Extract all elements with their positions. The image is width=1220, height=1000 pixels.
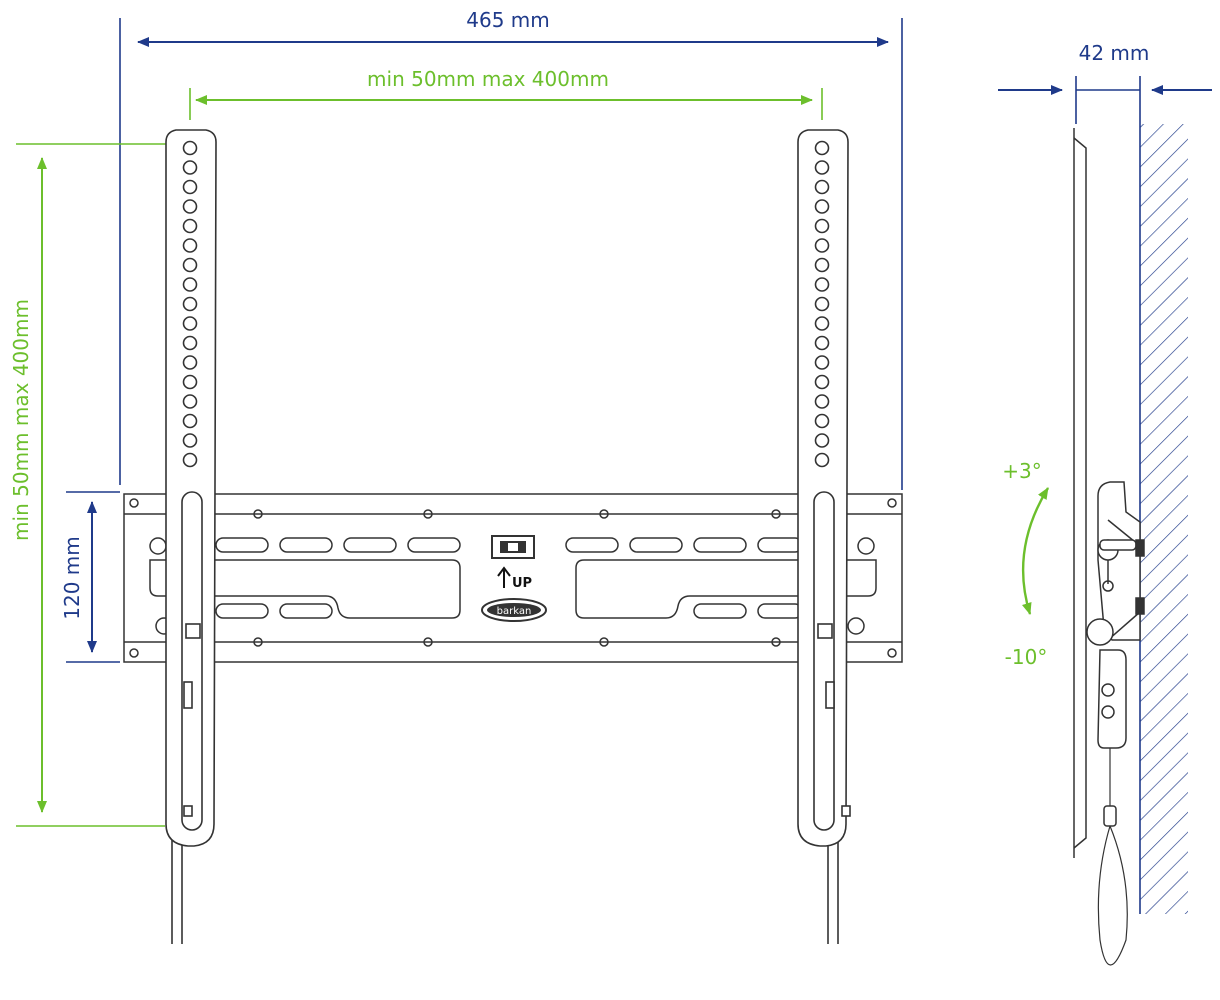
up-arrow-icon	[497, 566, 511, 588]
mounting-hole	[182, 433, 198, 448]
mounting-hole	[182, 316, 198, 331]
mounting-hole	[814, 218, 830, 234]
brand-logo: barkan	[481, 598, 547, 622]
upper-slots	[215, 537, 803, 553]
rail-height-label: 120 mm	[60, 536, 84, 620]
mounting-hole	[182, 179, 198, 195]
mounting-hole	[814, 140, 830, 156]
mounting-hole	[182, 257, 198, 273]
left-arm-holes	[182, 140, 198, 468]
depth-dimension: 42 mm	[998, 41, 1212, 124]
mounting-hole	[814, 257, 830, 273]
mounting-hole	[182, 355, 198, 370]
mounting-hole	[814, 277, 830, 292]
mounting-hole	[182, 140, 198, 156]
right-arm-holes	[814, 140, 830, 468]
right-arm	[797, 129, 851, 944]
wall-plate	[123, 493, 903, 663]
mounting-hole	[814, 316, 830, 331]
wall-section	[1139, 124, 1188, 914]
mounting-hole	[814, 374, 830, 390]
screw-heads	[253, 509, 781, 647]
mounting-hole	[182, 199, 198, 214]
left-cutout	[149, 559, 461, 619]
mounting-hole	[814, 296, 830, 312]
tilt-up-label: +3°	[1002, 459, 1041, 483]
rail-height-dimension: 120 mm	[60, 491, 120, 663]
tilt-mechanism	[1086, 481, 1145, 966]
mounting-hole	[182, 374, 198, 390]
vesa-horizontal-dimension: min 50mm max 400mm	[189, 67, 823, 120]
brand-logo-text: barkan	[497, 606, 532, 617]
up-label: UP	[512, 576, 532, 591]
overall-width-label: 465 mm	[466, 8, 550, 32]
mounting-hole	[814, 238, 830, 253]
mounting-hole	[182, 452, 198, 468]
tilt-down-label: -10°	[1005, 645, 1048, 669]
mounting-hole	[182, 335, 198, 351]
mounting-hole	[182, 296, 198, 312]
vesa-vertical-label: min 50mm max 400mm	[9, 299, 33, 541]
mounting-hole	[814, 355, 830, 370]
mounting-hole	[814, 433, 830, 448]
mounting-hole	[814, 413, 830, 429]
mounting-hole	[182, 160, 198, 175]
depth-label: 42 mm	[1079, 41, 1150, 65]
mounting-hole	[814, 394, 830, 409]
mounting-hole	[814, 452, 830, 468]
mounting-hole	[814, 199, 830, 214]
mounting-hole	[182, 238, 198, 253]
right-cutout	[575, 559, 877, 619]
left-arm	[165, 129, 217, 944]
mounting-hole	[182, 394, 198, 409]
mounting-hole	[814, 179, 830, 195]
mounting-hole	[182, 218, 198, 234]
mounting-hole	[814, 160, 830, 175]
vesa-vertical-dimension: min 50mm max 400mm	[9, 143, 190, 827]
mounting-hole	[182, 277, 198, 292]
overall-width-dimension: 465 mm	[119, 8, 903, 490]
tilt-indicator: +3° -10°	[1002, 459, 1050, 669]
tv-panel-profile	[1073, 128, 1087, 858]
mounting-hole	[814, 335, 830, 351]
mounting-hole	[182, 413, 198, 429]
vesa-horizontal-label: min 50mm max 400mm	[367, 67, 609, 91]
